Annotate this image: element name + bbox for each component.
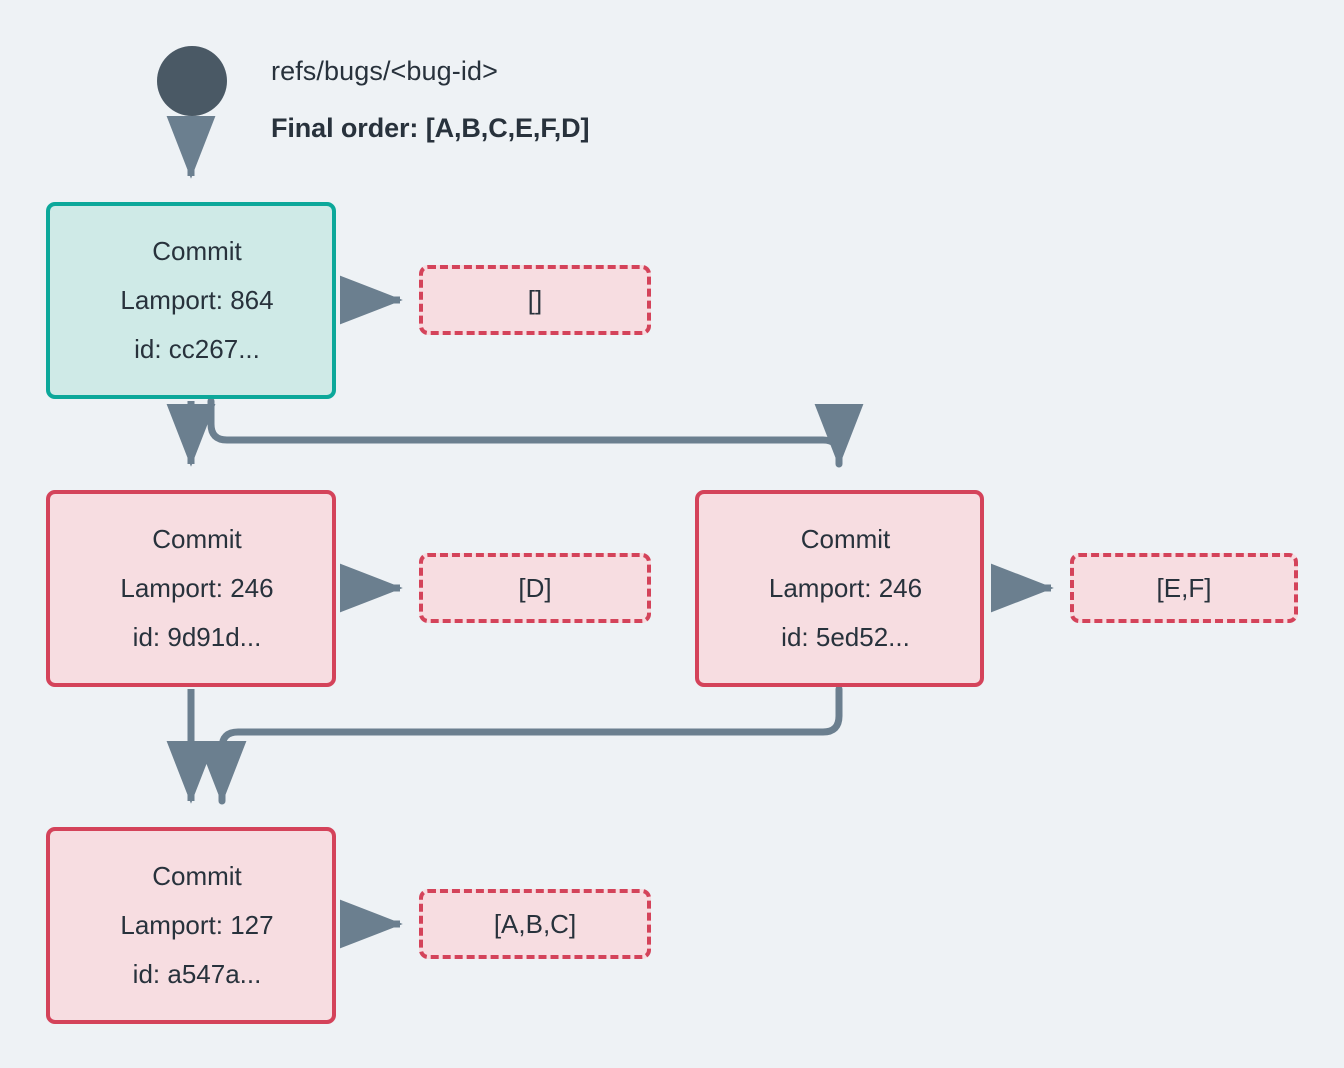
ops-label-box-d: [D] (419, 553, 651, 623)
commit-node-a547a[interactable]: Commit Lamport: 127 id: a547a... (46, 827, 336, 1024)
commit-node-title: Commit (800, 524, 891, 554)
commit-node-lamport: Lamport: 127 (120, 910, 274, 940)
commit-node-9d91d[interactable]: Commit Lamport: 246 id: 9d91d... (46, 490, 336, 687)
ref-root-circle-icon (157, 46, 227, 116)
commit-node-lamport: Lamport: 246 (120, 573, 274, 603)
ops-label-box-empty: [] (419, 265, 651, 335)
edge-node-a-to-node-c (207, 397, 864, 468)
commit-node-5ed52[interactable]: Commit Lamport: 246 id: 5ed52... (695, 490, 984, 687)
edge-node-c-to-node-d (197, 685, 843, 805)
commit-node-title: Commit (152, 236, 242, 266)
ref-path-label: refs/bugs/<bug-id> (271, 56, 498, 86)
commit-node-lamport: Lamport: 246 (768, 573, 923, 603)
commit-node-id: id: a547a... (132, 959, 262, 989)
commit-node-title: Commit (152, 524, 242, 554)
commit-node-id: id: 5ed52... (781, 622, 910, 652)
commit-node-id: id: 9d91d... (132, 622, 262, 652)
final-order-label: Final order: [A,B,C,E,F,D] (271, 113, 590, 143)
commit-node-lamport: Lamport: 864 (120, 285, 274, 315)
commit-node-title: Commit (152, 861, 242, 891)
ops-label-box-abc: [A,B,C] (419, 889, 651, 959)
ops-label-box-ef: [E,F] (1070, 553, 1298, 623)
commit-node-cc267[interactable]: Commit Lamport: 864 id: cc267... (46, 202, 336, 399)
commit-node-id: id: cc267... (134, 334, 260, 364)
